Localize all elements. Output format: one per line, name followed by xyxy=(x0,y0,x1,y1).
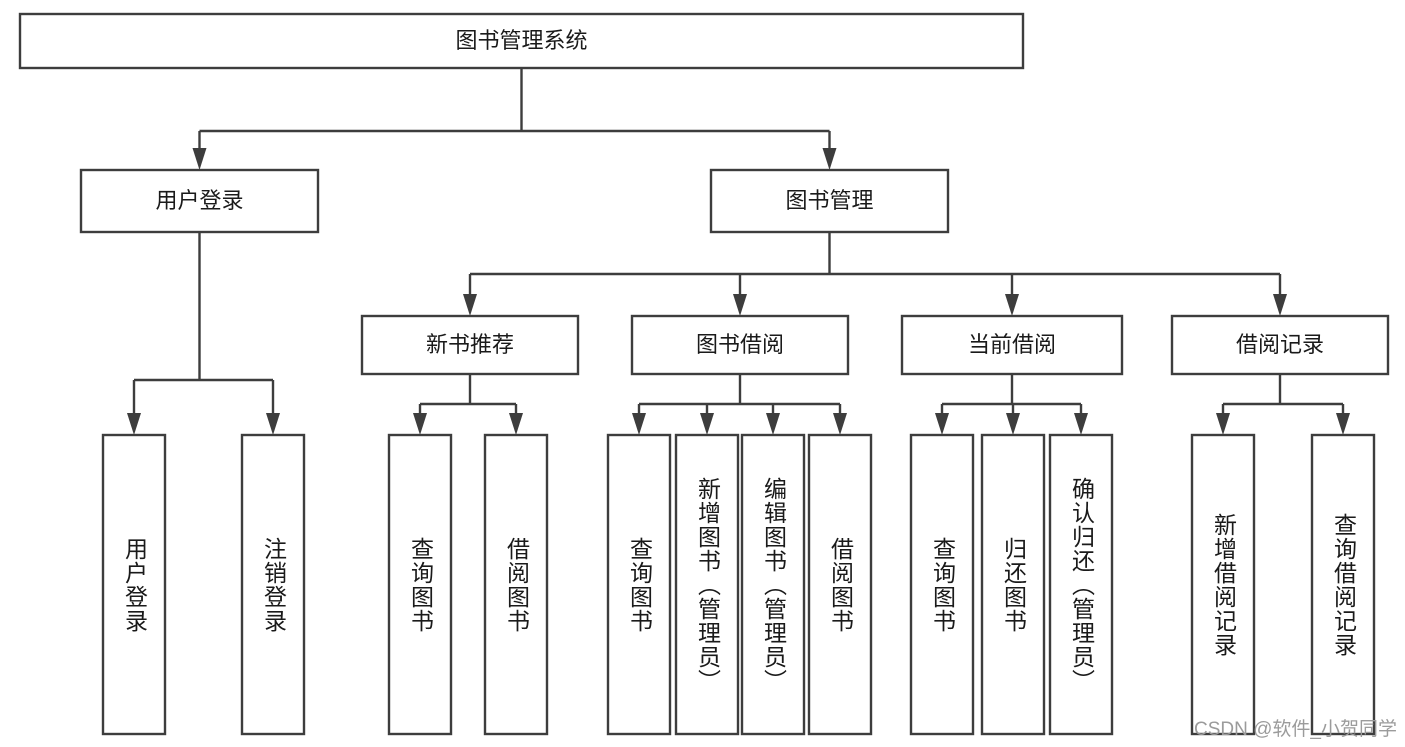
node-root-label: 图书管理系统 xyxy=(455,28,587,53)
node-leaf-11[interactable] xyxy=(1190,433,1256,736)
node-leaf-12[interactable] xyxy=(1310,433,1376,736)
node-leaf-1[interactable] xyxy=(240,433,306,736)
node-level3-3[interactable] xyxy=(1170,314,1390,376)
node-leaf-10[interactable] xyxy=(1048,433,1114,736)
node-leaf-9[interactable] xyxy=(980,433,1046,736)
arrow-head-icon-leaf-9 xyxy=(1006,413,1020,435)
node-level3-2[interactable] xyxy=(900,314,1124,376)
arrow-head-icon-level3-0 xyxy=(463,294,477,316)
arrow-head-icon-level3-2 xyxy=(1005,294,1019,316)
node-level2-1[interactable] xyxy=(709,168,950,234)
node-leaf-0[interactable] xyxy=(101,433,167,736)
connectors-layer xyxy=(127,68,1350,435)
arrow-head-icon-leaf-6 xyxy=(766,413,780,435)
node-level3-0[interactable] xyxy=(360,314,580,376)
node-level3-label-0: 新书推荐 xyxy=(426,332,514,357)
node-leaf-7[interactable] xyxy=(807,433,873,736)
arrow-head-icon-leaf-11 xyxy=(1216,413,1230,435)
arrow-head-icon-leaf-10 xyxy=(1074,413,1088,435)
node-level3-label-1: 图书借阅 xyxy=(696,332,784,357)
node-level3-1[interactable] xyxy=(630,314,850,376)
boxes-layer xyxy=(18,12,1390,736)
arrow-head-icon-leaf-0 xyxy=(127,413,141,435)
node-level2-label-1: 图书管理 xyxy=(785,188,873,213)
arrow-head-icon-level2-1 xyxy=(822,148,837,170)
arrow-head-icon-level2-0 xyxy=(192,148,207,170)
node-leaf-4[interactable] xyxy=(606,433,672,736)
arrow-head-icon-leaf-1 xyxy=(266,413,280,435)
arrow-head-icon-leaf-12 xyxy=(1336,413,1350,435)
node-level2-label-0: 用户登录 xyxy=(155,188,243,213)
arrow-head-icon-level3-1 xyxy=(733,294,747,316)
arrow-head-icon-leaf-5 xyxy=(700,413,714,435)
watermark: CSDN @软件_小贺同学 xyxy=(1194,719,1397,740)
node-level2-0[interactable] xyxy=(79,168,320,234)
arrow-head-icon-leaf-2 xyxy=(413,413,427,435)
arrow-head-icon-leaf-3 xyxy=(509,413,523,435)
node-root[interactable] xyxy=(18,12,1025,70)
node-leaf-8[interactable] xyxy=(909,433,975,736)
node-leaf-5[interactable] xyxy=(674,433,740,736)
node-leaf-2[interactable] xyxy=(387,433,453,736)
arrow-head-icon-leaf-4 xyxy=(632,413,646,435)
node-leaf-6[interactable] xyxy=(740,433,806,736)
node-leaf-3[interactable] xyxy=(483,433,549,736)
arrow-head-icon-level3-3 xyxy=(1273,294,1287,316)
arrow-head-icon-leaf-7 xyxy=(833,413,847,435)
arrow-head-icon-leaf-8 xyxy=(935,413,949,435)
node-level3-label-2: 当前借阅 xyxy=(968,332,1056,357)
node-level3-label-3: 借阅记录 xyxy=(1236,332,1324,357)
